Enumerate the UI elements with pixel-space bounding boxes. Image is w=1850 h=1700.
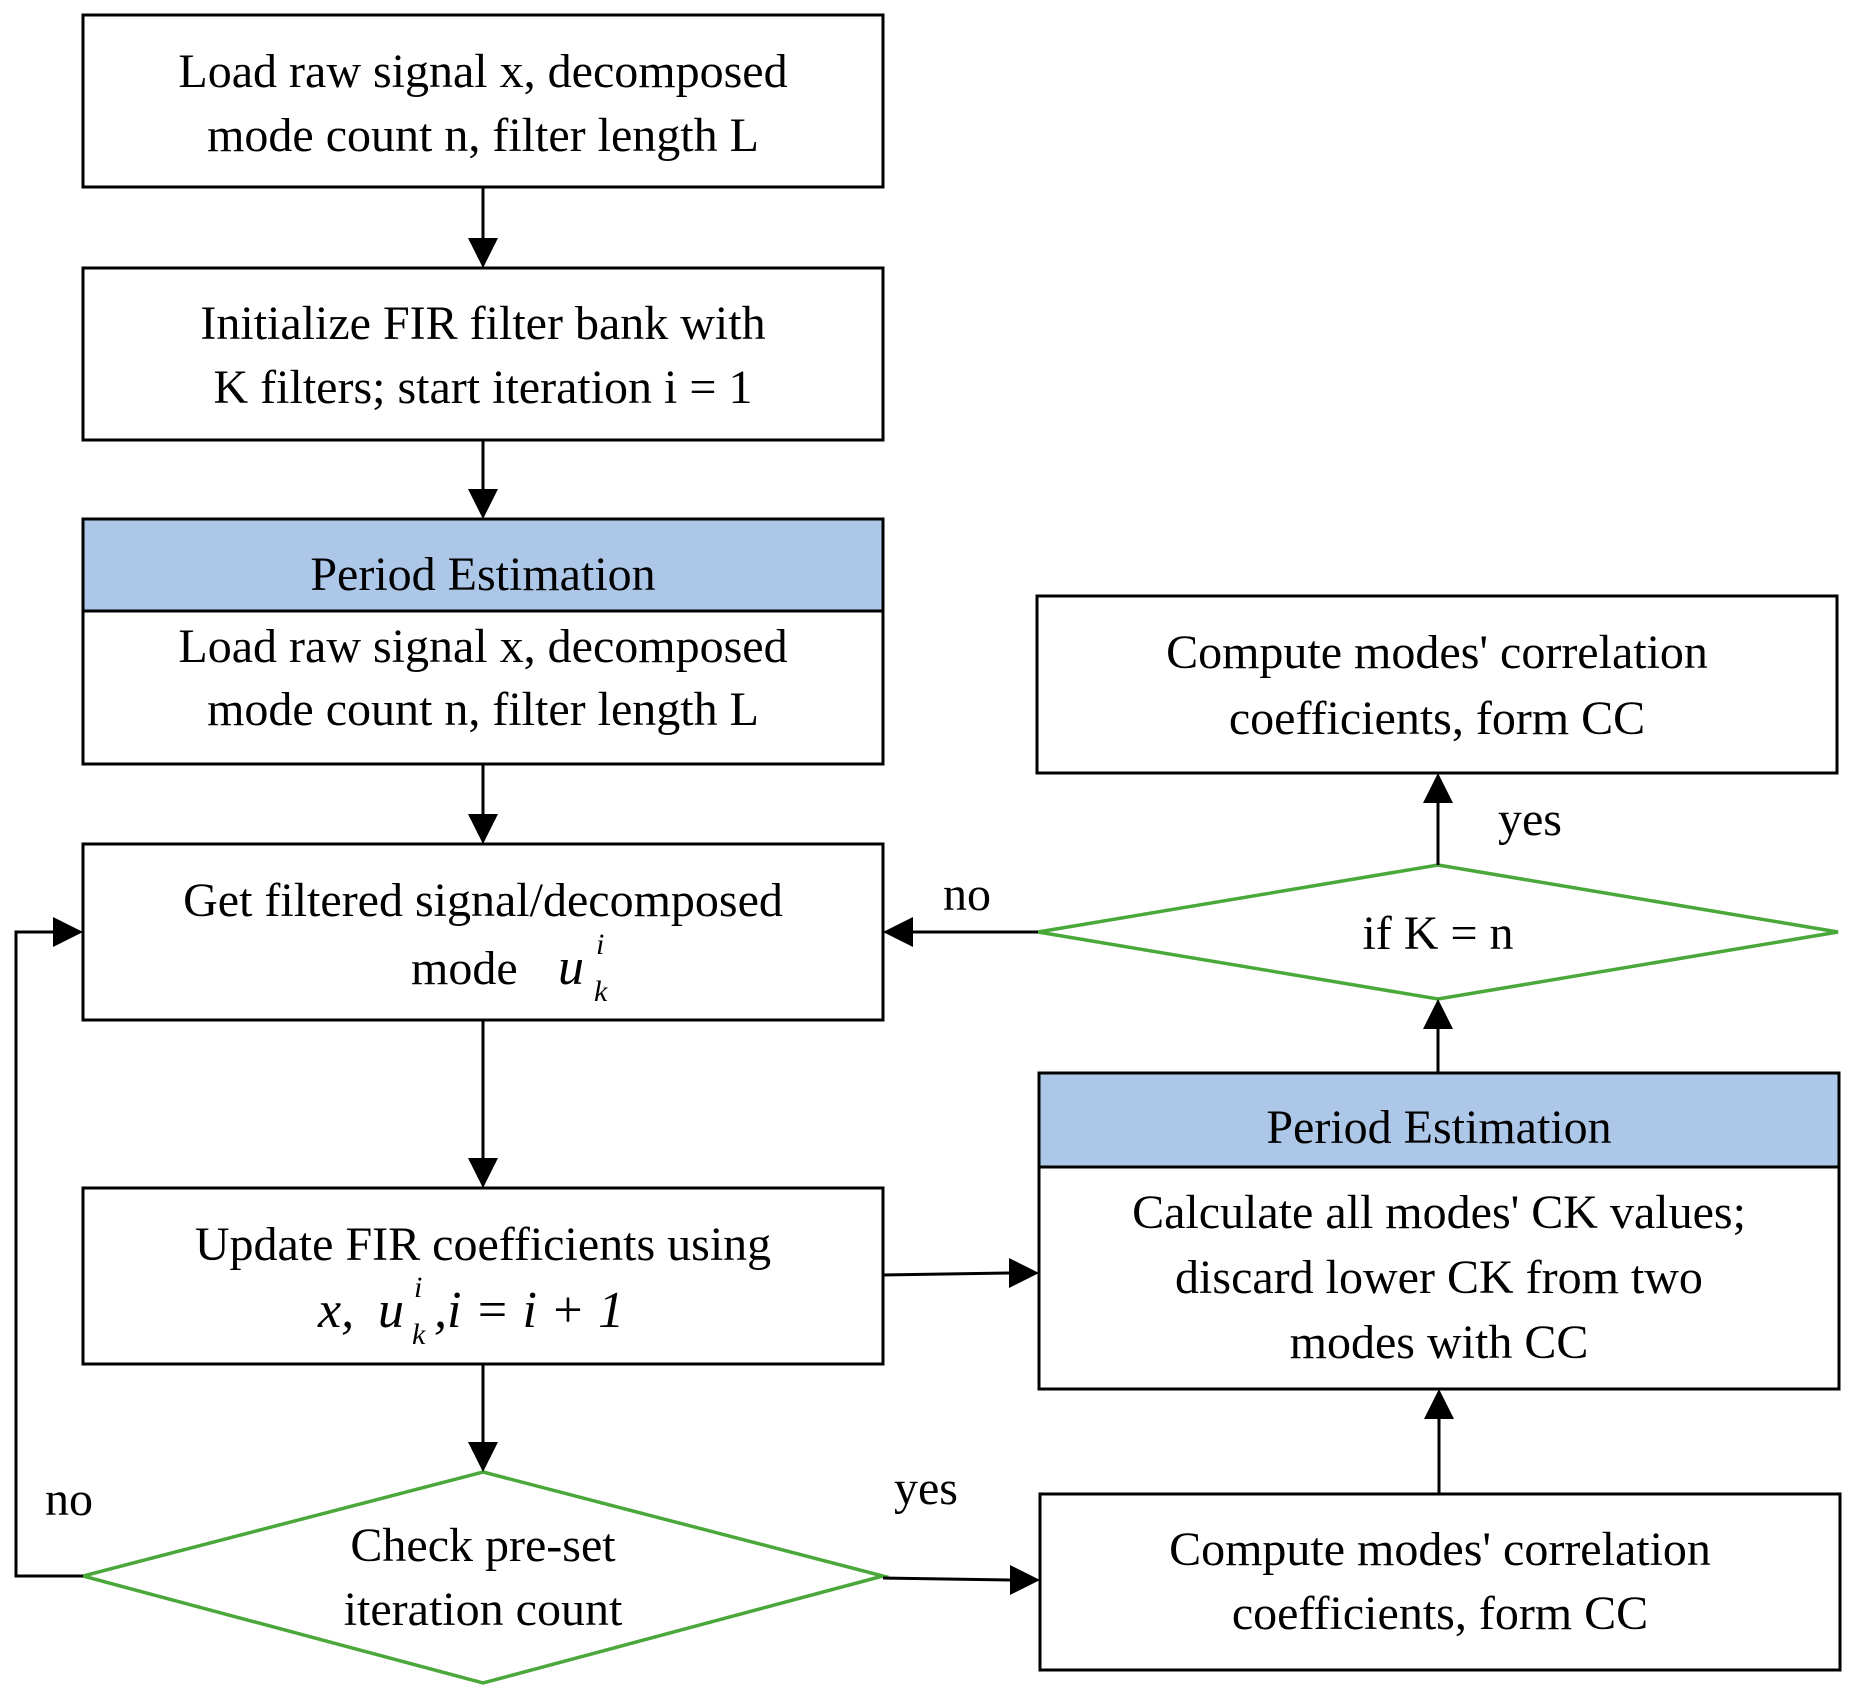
edge-label-no-right: no — [943, 868, 991, 921]
initialize-box: Initialize FIR filter bank with K filter… — [81, 266, 885, 442]
update-fir-line1: Update FIR coefficients using — [195, 1218, 771, 1271]
get-filtered-line1: Get filtered signal/decomposed — [183, 874, 783, 927]
arrow-period-right-to-decision — [1423, 999, 1453, 1073]
mode-subscript-k: k — [594, 975, 608, 1008]
load-input-line1: Load raw signal x, decomposed — [178, 45, 787, 98]
mode-variable-u: u — [558, 939, 584, 996]
edge-label-yes-bottom: yes — [894, 1462, 958, 1515]
period-estimation-right-line1: Calculate all modes' CK values; — [1132, 1186, 1746, 1239]
period-estimation-right-line3: modes with CC — [1290, 1316, 1589, 1369]
update-math-subscript-k: k — [412, 1318, 426, 1351]
update-math-superscript-i: i — [414, 1271, 422, 1304]
get-filtered-mode-label: mode — [411, 942, 518, 995]
arrow-update-to-period-right — [882, 1258, 1039, 1288]
period-estimation-box-right: Period Estimation Calculate all modes' C… — [1037, 1071, 1841, 1391]
get-filtered-signal-box: Get filtered signal/decomposed mode u i … — [81, 842, 885, 1022]
arrow-compute-to-period-right — [1424, 1389, 1454, 1494]
load-input-box: Load raw signal x, decomposed mode count… — [81, 13, 885, 189]
arrow-decision-yes-to-compute-top — [1423, 773, 1453, 865]
compute-correlation-bottom-line2: coefficients, form CC — [1232, 1587, 1648, 1640]
update-math-u: u — [378, 1282, 404, 1339]
arrow-init-to-period — [468, 440, 498, 519]
period-estimation-right-line2: discard lower CK from two — [1175, 1251, 1703, 1304]
compute-correlation-box-top: Compute modes' correlation coefficients,… — [1035, 594, 1839, 775]
edge-label-yes-top: yes — [1498, 793, 1562, 846]
arrow-period-to-get — [468, 764, 498, 844]
arrow-decision-no-to-get — [883, 917, 1038, 947]
period-estimation-left-line1: Load raw signal x, decomposed — [178, 620, 787, 673]
update-math-iteration: ,i = i + 1 — [434, 1282, 624, 1339]
initialize-line1: Initialize FIR filter bank with — [200, 297, 765, 350]
arrow-load-to-init — [468, 187, 498, 268]
check-iteration-line1: Check pre-set — [350, 1519, 616, 1572]
edge-label-no-left: no — [45, 1473, 93, 1526]
compute-correlation-box-bottom: Compute modes' correlation coefficients,… — [1038, 1492, 1842, 1672]
compute-correlation-top-line1: Compute modes' correlation — [1166, 626, 1708, 679]
period-estimation-left-header: Period Estimation — [310, 548, 655, 601]
k-equals-n-label: if K = n — [1362, 907, 1513, 960]
load-input-line2: mode count n, filter length L — [207, 109, 759, 162]
compute-correlation-top-line2: coefficients, form CC — [1229, 692, 1645, 745]
arrow-update-to-check — [468, 1364, 498, 1472]
check-iteration-line2: iteration count — [344, 1583, 623, 1636]
update-fir-box: Update FIR coefficients using x, u i k ,… — [81, 1186, 885, 1366]
mode-superscript-i: i — [596, 928, 604, 961]
update-math-x: x, — [317, 1282, 354, 1339]
arrow-get-to-update — [468, 1020, 498, 1188]
initialize-line2: K filters; start iteration i = 1 — [214, 361, 753, 414]
check-iteration-decision: Check pre-set iteration count — [76, 1470, 890, 1685]
compute-correlation-bottom-line1: Compute modes' correlation — [1169, 1523, 1711, 1576]
period-estimation-right-header: Period Estimation — [1266, 1101, 1611, 1154]
k-equals-n-decision: if K = n — [1037, 863, 1839, 1001]
period-estimation-left-line2: mode count n, filter length L — [207, 683, 759, 736]
arrow-check-yes — [882, 1565, 1040, 1595]
arrow-check-no-loop — [14, 917, 83, 1578]
period-estimation-box-left: Period Estimation Load raw signal x, dec… — [81, 517, 885, 766]
